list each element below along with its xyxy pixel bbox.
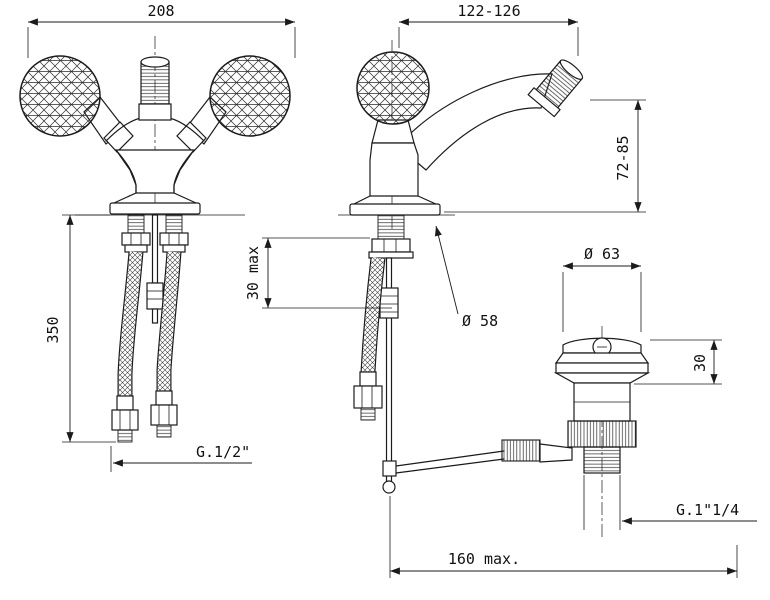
waste-locknut (567, 420, 637, 448)
front-hose-right (150, 251, 182, 438)
side-view (338, 40, 584, 494)
dimension-annotations: 208 122-126 72-85 350 30 max (27, 2, 757, 578)
dim-flange-diameter: Ø 63 (562, 245, 642, 332)
callout-label-inlet-thread: G.1/2" (196, 443, 250, 461)
dim-spout-height: 72-85 (444, 99, 646, 213)
dim-base-diameter: Ø 58 (434, 225, 498, 330)
dim-flange-height: 30 (634, 339, 722, 385)
side-aerator (527, 59, 584, 118)
dim-label-hose-length: 350 (44, 316, 62, 343)
side-popup-rod (379, 257, 399, 494)
side-hose (353, 257, 386, 421)
dim-hose-length: 350 (44, 214, 116, 443)
callout-inlet-thread: G.1/2" (110, 443, 252, 472)
waste-tailpiece (583, 446, 621, 474)
dim-center-distance: 160 max. (389, 496, 738, 578)
dim-label-spout-height: 72-85 (614, 135, 632, 180)
waste-body (567, 382, 637, 474)
dim-front-width: 208 (27, 2, 296, 58)
callout-label-waste-thread: G.1"1/4 (676, 501, 739, 519)
lever-adjuster (501, 439, 541, 462)
front-inlet-shanks (121, 214, 189, 253)
front-popup-rod (146, 214, 164, 324)
crystal-handle-left (19, 55, 101, 137)
dim-label-spout-projection: 122-126 (457, 2, 520, 20)
popup-lever (382, 439, 573, 477)
dim-label-front-width: 208 (147, 2, 174, 20)
front-aerator (138, 56, 172, 121)
front-hose-left (111, 251, 144, 443)
dim-label-flange-diameter: Ø 63 (584, 245, 620, 263)
dim-deck-thickness: 30 max (244, 237, 392, 309)
dim-label-center-distance: 160 max. (448, 550, 520, 568)
front-body (105, 117, 205, 215)
dim-label-base-diameter: Ø 58 (462, 312, 498, 330)
dim-spout-projection: 122-126 (398, 2, 579, 56)
callout-waste-thread: G.1"1/4 (583, 475, 757, 530)
side-inlet-shank (368, 214, 414, 259)
dim-label-deck-thickness: 30 max (244, 246, 262, 300)
front-view (19, 36, 291, 443)
waste-assembly (553, 326, 651, 540)
waste-flange (553, 352, 651, 384)
crystal-handle-right (209, 55, 291, 137)
dim-label-flange-height: 30 (691, 354, 709, 372)
crystal-handle-side (356, 51, 430, 125)
